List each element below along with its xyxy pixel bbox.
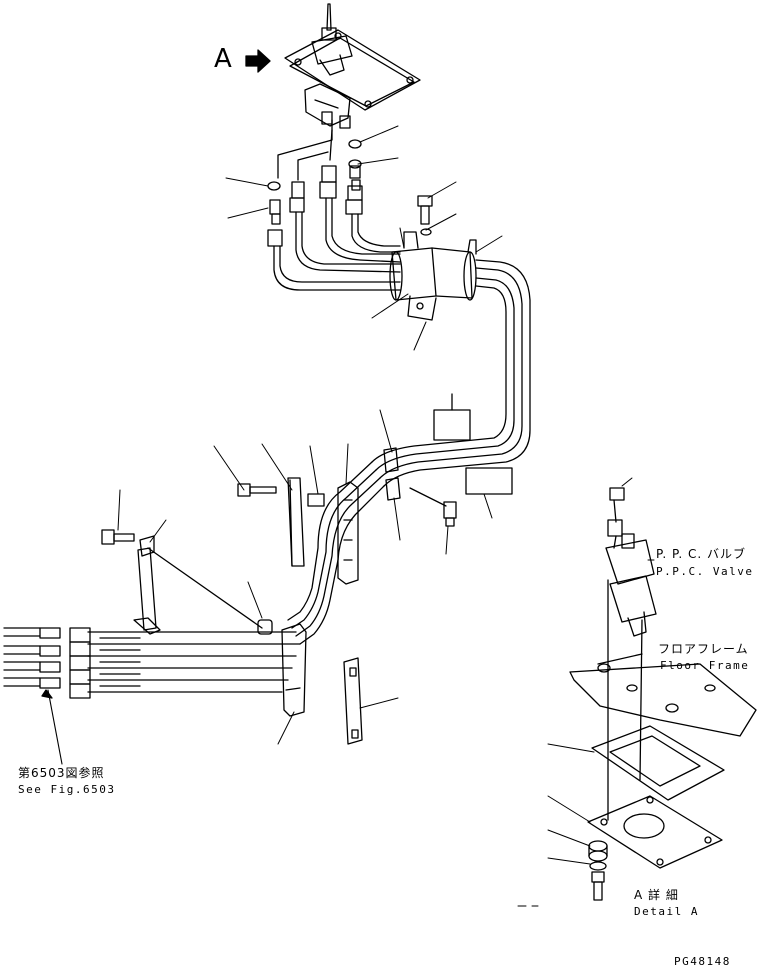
hose-bundle-upper (274, 198, 400, 290)
ppc-valve-label-en: P.P.C. Valve (656, 565, 754, 578)
upper-fittings (268, 120, 362, 246)
bolt-top (418, 196, 432, 235)
hose-bundle-mid (288, 462, 384, 644)
bottom-bracket (344, 658, 362, 744)
drawing-number: PG48148 (674, 955, 731, 968)
ppc-valve-top (285, 4, 420, 128)
clamp-mid (338, 482, 358, 584)
clamp-upper (390, 232, 476, 320)
view-arrow-icon (246, 50, 270, 72)
left-bracket-parts (102, 530, 272, 634)
mid-parts (238, 478, 456, 566)
hose-end-fittings (4, 628, 90, 764)
view-marker-label: A (214, 44, 232, 74)
detail-a (570, 488, 756, 900)
leader-lines (118, 126, 654, 906)
clamp-lower (282, 624, 306, 716)
band-labels (384, 394, 512, 500)
see-fig-label-jp: 第6503図参照 (18, 766, 105, 780)
detail-label-en: Detail A (634, 905, 699, 918)
hose-bundle-lower (88, 632, 300, 692)
floor-frame-label-en: Floor Frame (660, 659, 750, 672)
floor-frame-label-jp: フロアフレーム (658, 642, 749, 656)
see-fig-label-en: See Fig.6503 (18, 783, 116, 796)
detail-label-jp: A 詳 細 (634, 888, 679, 902)
ppc-valve-label-jp: P. P. C. バルブ (656, 547, 747, 561)
